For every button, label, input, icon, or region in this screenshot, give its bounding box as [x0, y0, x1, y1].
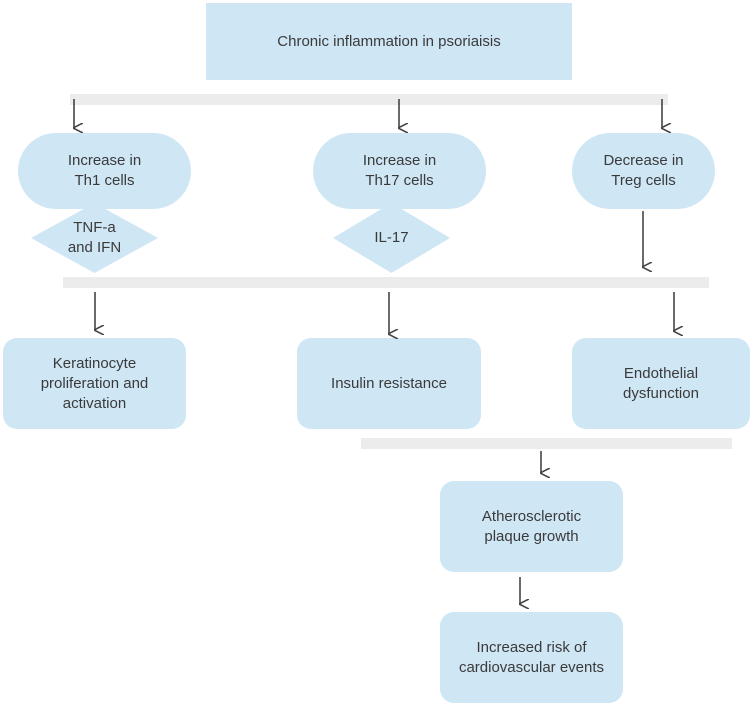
plaque-label: Atherosclerotic plaque growth	[481, 507, 582, 545]
il17-label: IL-17	[374, 229, 409, 246]
insulin-resistance-label: Insulin resistance	[331, 374, 447, 392]
endothelial-label: Endothelial dysfunction	[623, 364, 699, 402]
risk-node: Increased risk of cardiovascular events	[440, 612, 623, 703]
plaque-node: Atherosclerotic plaque growth	[440, 481, 623, 572]
risk-label: Increased risk of cardiovascular events	[458, 638, 605, 676]
lower-connector-bar	[361, 438, 732, 449]
endothelial-node: Endothelial dysfunction	[572, 338, 750, 429]
il17-diamond: IL-17	[333, 203, 450, 273]
tnf-ifn-diamond: TNF-a and IFN	[31, 203, 158, 273]
keratinocyte-label: Keratinocyte proliferation and activatio…	[40, 354, 149, 412]
th1-node: Increase in Th1 cells	[18, 133, 191, 209]
middle-connector-bar	[63, 277, 709, 288]
root-label: Chronic inflammation in psoriaisis	[277, 32, 501, 50]
root-node: Chronic inflammation in psoriaisis	[206, 3, 572, 80]
treg-label: Decrease in Treg cells	[603, 152, 684, 189]
top-connector-bar	[70, 94, 668, 105]
th1-label: Increase in Th1 cells	[67, 152, 142, 189]
treg-node: Decrease in Treg cells	[572, 133, 715, 209]
keratinocyte-node: Keratinocyte proliferation and activatio…	[3, 338, 186, 429]
th17-label: Increase in Th17 cells	[362, 152, 437, 189]
th17-node: Increase in Th17 cells	[313, 133, 486, 209]
insulin-resistance-node: Insulin resistance	[297, 338, 481, 429]
tnf-ifn-label: TNF-a and IFN	[67, 219, 122, 256]
